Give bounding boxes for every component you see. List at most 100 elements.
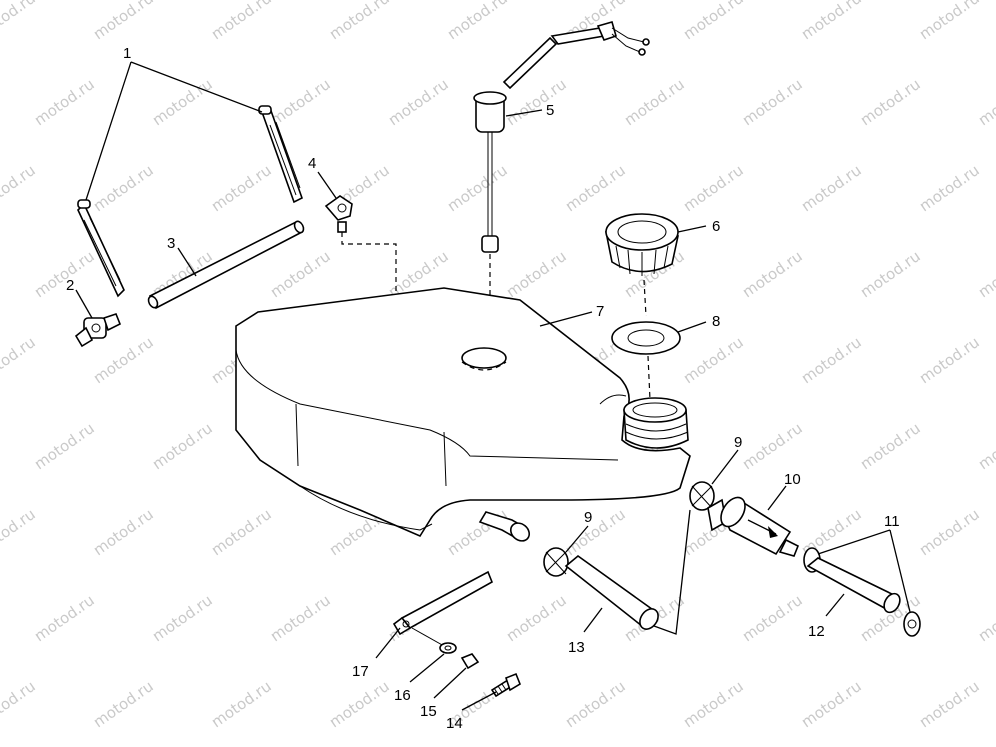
callout-14: 14 [446, 715, 463, 732]
watermark-text: motod.ru [562, 505, 629, 559]
hose-route-line [653, 509, 691, 635]
part-14-bolt [490, 672, 521, 698]
watermark-text: motod.ru [680, 0, 747, 43]
leader-16 [409, 653, 445, 683]
callout-8: 8 [712, 313, 720, 330]
watermark-text: motod.ru [267, 75, 334, 129]
part-7-tank [235, 287, 691, 542]
watermark-text: motod.ru [798, 677, 865, 731]
leader-5 [505, 109, 543, 117]
leader-11 [817, 529, 911, 613]
watermark-text: motod.ru [503, 591, 570, 645]
callout-7: 7 [596, 303, 604, 320]
watermark-text: motod.ru [90, 333, 157, 387]
part-3-tube [147, 220, 305, 310]
leader-9-upper [711, 449, 739, 485]
callout-3: 3 [167, 235, 175, 252]
part-17-bracket [392, 570, 494, 636]
watermark-text: motod.ru [916, 161, 983, 215]
leader-15 [433, 667, 467, 699]
part-15-nut [460, 653, 480, 670]
callout-9-lower: 9 [584, 509, 592, 526]
watermark-text: motod.ru [31, 75, 98, 129]
part-8-gasket [611, 321, 681, 355]
watermark-text: motod.ru [267, 247, 334, 301]
watermark-text: motod.ru [916, 333, 983, 387]
callout-17: 17 [352, 663, 369, 680]
watermark-text: motod.ru [916, 0, 983, 43]
watermark-text: motod.ru [975, 247, 996, 301]
leader-8 [677, 321, 707, 333]
part-4-clip [324, 195, 353, 233]
watermark-text: motod.ru [798, 161, 865, 215]
watermark-text: motod.ru [0, 333, 39, 387]
leader-4 [317, 171, 337, 199]
part-10-fuel-filter [707, 496, 800, 557]
watermark-text: motod.ru [680, 333, 747, 387]
watermark-text: motod.ru [562, 161, 629, 215]
part-6-cap [605, 213, 679, 276]
part-1-straps [77, 105, 303, 298]
watermark-text: motod.ru [975, 75, 996, 129]
callout-9-upper: 9 [734, 434, 742, 451]
watermark-text: motod.ru [90, 0, 157, 43]
part-9-clamp-lower [543, 547, 569, 577]
leader-12 [825, 593, 845, 617]
callout-12: 12 [808, 623, 825, 640]
leader-10 [767, 485, 787, 511]
leader-2 [75, 289, 93, 319]
callout-1: 1 [123, 45, 131, 62]
watermark-text: motod.ru [0, 505, 39, 559]
watermark-text: motod.ru [0, 161, 39, 215]
watermark-text: motod.ru [975, 419, 996, 473]
leader-9-lower [565, 525, 589, 553]
watermark-text: motod.ru [621, 75, 688, 129]
leader-6 [677, 225, 707, 233]
part-9-clamp-upper [689, 481, 715, 511]
watermark-text: motod.ru [208, 0, 275, 43]
watermark-text: motod.ru [798, 333, 865, 387]
watermark-text: motod.ru [798, 0, 865, 43]
watermark-text: motod.ru [444, 505, 511, 559]
watermark-text: motod.ru [857, 247, 924, 301]
watermark-text: motod.ru [739, 247, 806, 301]
part-16-washer [439, 642, 457, 654]
leader-7 [539, 311, 593, 327]
leader-1 [85, 61, 263, 201]
watermark-text: motod.ru [90, 505, 157, 559]
watermark-text: motod.ru [739, 419, 806, 473]
part-13-hose [564, 554, 659, 630]
callout-13: 13 [568, 639, 585, 656]
leader-13 [583, 607, 603, 633]
watermark-text: motod.ru [31, 247, 98, 301]
part-12-hose [806, 557, 901, 614]
watermark-text: motod.ru [31, 591, 98, 645]
watermark-text: motod.ru [149, 75, 216, 129]
part-2-valve [74, 313, 122, 348]
watermark-text: motod.ru [739, 75, 806, 129]
watermark-text: motod.ru [680, 161, 747, 215]
watermark-text: motod.ru [916, 505, 983, 559]
watermark-text: motod.ru [149, 591, 216, 645]
watermark-text: motod.ru [739, 591, 806, 645]
watermark-text: motod.ru [975, 591, 996, 645]
callout-11: 11 [884, 513, 900, 530]
watermark-text: motod.ru [90, 161, 157, 215]
watermark-text: motod.ru [267, 591, 334, 645]
watermark-text: motod.ru [0, 0, 39, 43]
part-5-fuel-sender [473, 21, 650, 253]
watermark-text: motod.ru [208, 505, 275, 559]
callout-2: 2 [66, 277, 74, 294]
watermark-text: motod.ru [503, 247, 570, 301]
callout-10: 10 [784, 471, 801, 488]
watermark-text: motod.ru [680, 677, 747, 731]
leader-17 [375, 627, 401, 659]
callout-6: 6 [712, 218, 720, 235]
guide-6 [643, 279, 647, 317]
watermark-text: motod.ru [31, 419, 98, 473]
callout-15: 15 [420, 703, 437, 720]
callout-16: 16 [394, 687, 411, 704]
watermark-text: motod.ru [149, 419, 216, 473]
watermark-text: motod.ru [444, 0, 511, 43]
